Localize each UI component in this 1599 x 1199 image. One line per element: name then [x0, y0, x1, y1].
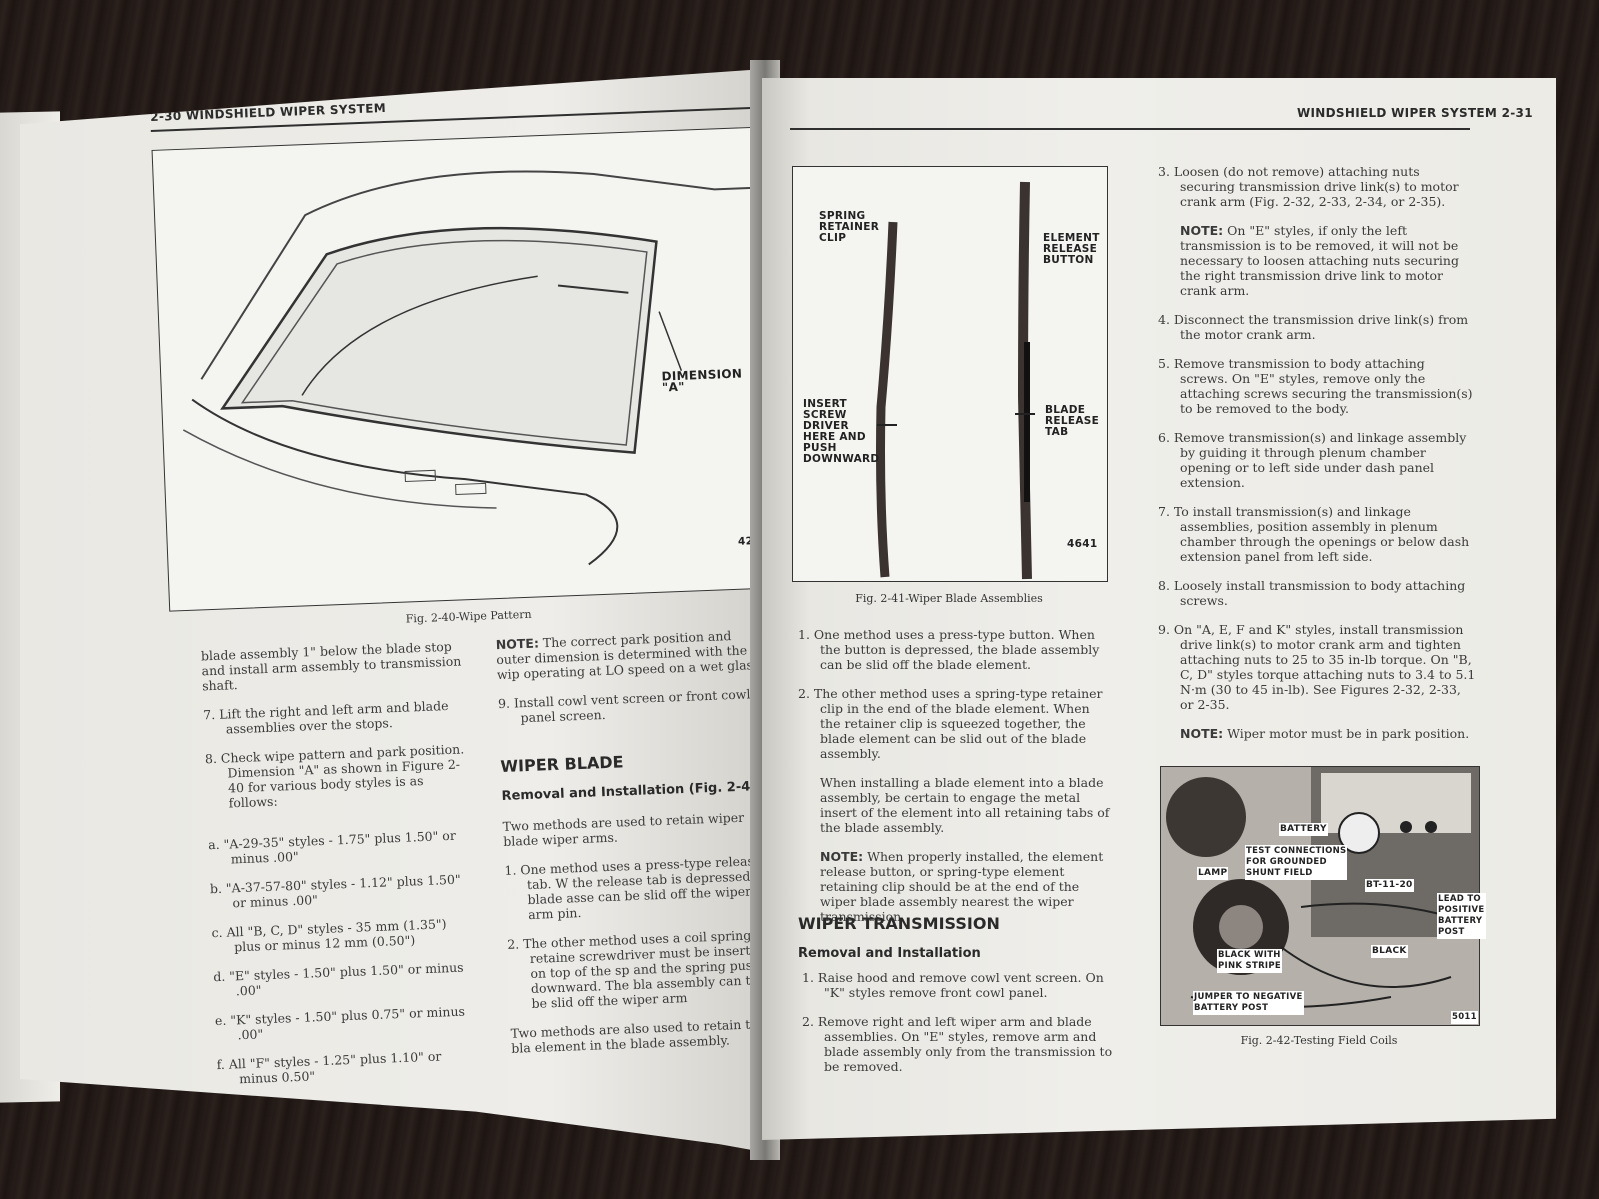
note-label: NOTE: — [820, 849, 864, 864]
black-pink-stripe-label: BLACK WITH PINK STRIPE — [1217, 949, 1283, 973]
right-column-2: 3. Loosen (do not remove) attaching nuts… — [1158, 164, 1476, 755]
left-column-2b: Two methods are used to retain wiper bla… — [502, 809, 780, 1070]
insert-screwdriver-label: INSERT SCREW DRIVER HERE AND PUSH DOWNWA… — [803, 398, 880, 465]
left-column-2: NOTE: The correct park position and oute… — [495, 627, 769, 740]
note-label: NOTE: — [1180, 726, 1224, 741]
header-rule — [790, 128, 1470, 130]
list-item: 1. One method uses a press-type button. … — [798, 627, 1100, 672]
testing-field-coils-figure: BATTERY TEST CONNECTIONS FOR GROUNDED SH… — [1160, 766, 1486, 1026]
list-item: 2. The other method uses a spring-type r… — [798, 686, 1103, 761]
list-item: 7. To install transmission(s) and linkag… — [1158, 504, 1470, 564]
right-column-1: 1. One method uses a press-type button. … — [798, 627, 1114, 938]
wiper-blade-figure: SPRING RETAINER CLIP ELEMENT RELEASE BUT… — [792, 166, 1108, 582]
left-column-1: blade assembly 1" below the blade stop a… — [201, 638, 478, 1101]
list-item: 5. Remove transmission to body attaching… — [1158, 356, 1473, 416]
text-paragraph: blade assembly 1" below the blade stop a… — [200, 638, 462, 694]
text-paragraph: When installing a blade element into a b… — [820, 775, 1110, 835]
note-paragraph: NOTE: On "E" styles, if only the left tr… — [1158, 223, 1476, 298]
jumper-negative-label: JUMPER TO NEGATIVE BATTERY POST — [1193, 991, 1304, 1015]
battery-label: BATTERY — [1279, 823, 1328, 836]
list-item: 8. Check wipe pattern and park position.… — [204, 741, 465, 811]
figure-caption: Fig. 2-42-Testing Field Coils — [1240, 1034, 1398, 1047]
list-item: d. "E" styles - 1.50" plus 1.50" or minu… — [213, 959, 464, 999]
note-paragraph: NOTE: When properly installed, the eleme… — [798, 849, 1114, 924]
right-page: WINDSHIELD WIPER SYSTEM 2-31 SPRING RETA… — [762, 78, 1556, 1140]
left-page-content: 2-30 WINDSHIELD WIPER SYSTEM DIMENSION "… — [150, 85, 780, 1149]
list-item: 4. Disconnect the transmission drive lin… — [1158, 312, 1469, 342]
figure-caption: Fig. 2-41-Wiper Blade Assemblies — [855, 592, 1043, 605]
lamp-label: LAMP — [1197, 867, 1229, 880]
figure-number: 5011 — [1451, 1011, 1478, 1024]
note-label: NOTE: — [1180, 223, 1224, 238]
list-item: 3. Loosen (do not remove) attaching nuts… — [1158, 164, 1459, 209]
note-label: NOTE: — [495, 635, 540, 653]
element-release-button-label: ELEMENT RELEASE BUTTON — [1043, 232, 1100, 266]
text-paragraph: Two methods are used to retain wiper bla… — [502, 809, 745, 849]
list-item: 9. Install cowl vent screen or front cow… — [497, 686, 751, 726]
list-item: 1. One method uses a press-type release … — [504, 853, 776, 923]
note-paragraph: NOTE: Wiper motor must be in park positi… — [1158, 726, 1476, 741]
heading-wiper-transmission: WIPER TRANSMISSION — [798, 914, 1000, 933]
note-text: Wiper motor must be in park position. — [1227, 726, 1470, 741]
list-item: 2. Remove right and left wiper arm and b… — [802, 1014, 1113, 1074]
note-text: When properly installed, the element rel… — [820, 849, 1104, 924]
text-paragraph: Two methods are also used to retain the … — [510, 1016, 767, 1056]
list-item: e. "K" styles - 1.50" plus 0.75" or minu… — [214, 1003, 466, 1043]
spring-retainer-clip-label: SPRING RETAINER CLIP — [819, 210, 880, 244]
windshield-illustration — [182, 170, 753, 566]
list-item: c. All "B, C, D" styles - 35 mm (1.35") … — [211, 916, 447, 955]
list-item: 6. Remove transmission(s) and linkage as… — [1158, 430, 1467, 490]
figure-number: 4641 — [1067, 538, 1098, 550]
note-paragraph: NOTE: The correct park position and oute… — [495, 627, 767, 682]
subheading-removal: Removal and Installation (Fig. 2-41) — [501, 778, 766, 805]
list-item: 8. Loosely install transmission to body … — [1158, 578, 1466, 608]
wiper-blade-illustration — [876, 181, 1035, 580]
field-coil-test-photo — [1161, 767, 1479, 1025]
left-page: 2-30 WINDSHIELD WIPER SYSTEM DIMENSION "… — [20, 70, 780, 1155]
wipe-pattern-figure: DIMENSION "A" 4241 — [151, 126, 769, 612]
blade-release-tab-label: BLADE RELEASE TAB — [1045, 404, 1100, 438]
page-header-right: WINDSHIELD WIPER SYSTEM 2-31 — [1297, 106, 1533, 120]
list-item: 7. Lift the right and left arm and blade… — [202, 697, 449, 737]
test-connections-label: TEST CONNECTIONS FOR GROUNDED SHUNT FIEL… — [1245, 845, 1348, 880]
list-item: 2. The other method uses a coil spring r… — [507, 927, 776, 1012]
note-text: On "E" styles, if only the left transmis… — [1180, 223, 1459, 298]
lead-positive-label: LEAD TO POSITIVE BATTERY POST — [1437, 893, 1486, 939]
subheading-removal: Removal and Installation — [798, 946, 981, 961]
tester-model-label: BT-11-20 — [1365, 879, 1414, 892]
list-item: 1. Raise hood and remove cowl vent scree… — [802, 970, 1104, 1000]
dimension-a-label: DIMENSION "A" — [661, 366, 743, 395]
list-item: f. All "F" styles - 1.25" plus 1.10" or … — [216, 1048, 442, 1087]
black-wire-label: BLACK — [1371, 945, 1408, 958]
right-column-1b: 1. Raise hood and remove cowl vent scree… — [802, 970, 1114, 1088]
list-item: b. "A-37-57-80" styles - 1.12" plus 1.50… — [209, 871, 461, 911]
list-item: 9. On "A, E, F and K" styles, install tr… — [1158, 622, 1476, 712]
heading-wiper-blade: WIPER BLADE — [500, 752, 624, 777]
list-item: a. "A-29-35" styles - 1.75" plus 1.50" o… — [207, 827, 457, 867]
